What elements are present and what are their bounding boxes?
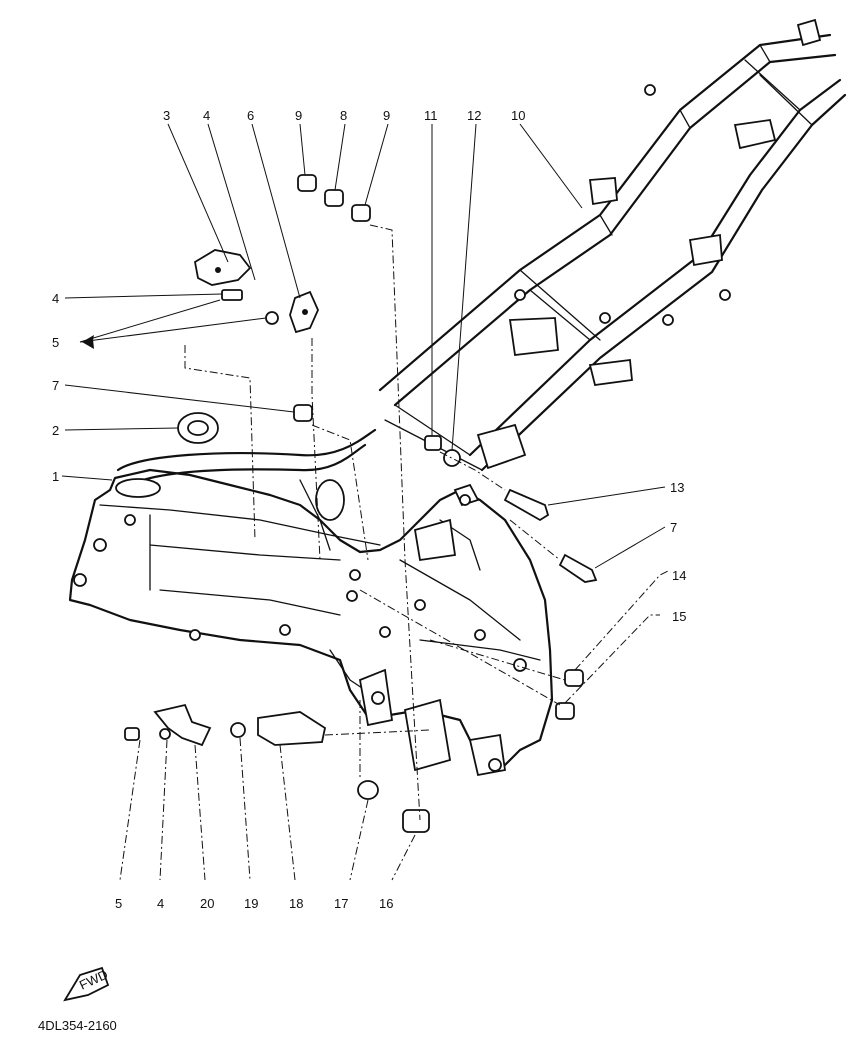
collar-part-15 xyxy=(555,702,575,720)
bracket-part-3 xyxy=(194,249,252,286)
washer-part-4c xyxy=(159,728,171,740)
collar-part-16 xyxy=(402,809,430,833)
front-direction-arrow-icon: FWD xyxy=(63,967,110,1002)
callout-6: 6 xyxy=(247,108,254,123)
callout-12: 12 xyxy=(467,108,481,123)
callout-18: 18 xyxy=(289,896,303,911)
collar-part-9a xyxy=(297,174,317,192)
callout-11: 11 xyxy=(424,108,438,123)
callout-17: 17 xyxy=(334,896,348,911)
assembly-center-lines xyxy=(119,224,671,881)
callout-15: 15 xyxy=(672,609,686,624)
bolt-part-13 xyxy=(503,488,550,522)
callout-19: 19 xyxy=(244,896,258,911)
callout-9: 9 xyxy=(295,108,302,123)
bolt-part-4a xyxy=(221,289,243,301)
washer-part-5a xyxy=(265,311,279,325)
callout-8: 8 xyxy=(340,108,347,123)
callout-13: 13 xyxy=(670,480,684,495)
callout-9: 9 xyxy=(383,108,390,123)
nut-part-14 xyxy=(564,669,584,687)
callout-14: 14 xyxy=(672,568,686,583)
washer-part-12 xyxy=(443,449,461,467)
callout-7: 7 xyxy=(52,378,59,393)
callout-2: 2 xyxy=(52,423,59,438)
callout-3: 3 xyxy=(163,108,170,123)
washer-part-17 xyxy=(357,780,379,800)
collar-part-7a xyxy=(293,404,313,422)
callout-16: 16 xyxy=(379,896,393,911)
bracket-part-6 xyxy=(289,290,319,334)
diagram-reference-code: 4DL354-2160 xyxy=(38,1018,117,1033)
leader-lines xyxy=(61,123,666,569)
bracket-part-18 xyxy=(257,711,327,746)
callout-20: 20 xyxy=(200,896,214,911)
callout-10: 10 xyxy=(511,108,525,123)
clip-part-20 xyxy=(153,703,212,747)
nut-part-11 xyxy=(424,435,442,451)
callout-4: 4 xyxy=(157,896,164,911)
callout-5: 5 xyxy=(115,896,122,911)
bolt-part-5b xyxy=(124,727,140,741)
callout-5: 5 xyxy=(52,335,59,350)
collar-part-9b xyxy=(351,204,371,222)
callout-numbers: 3 4 6 9 8 9 11 12 10 4 5 7 2 1 13 7 14 1… xyxy=(52,108,686,911)
grommet-part-2 xyxy=(177,412,219,444)
bolt-part-7b xyxy=(558,553,598,583)
washer-part-19 xyxy=(230,722,246,738)
rear-subframe xyxy=(378,18,847,472)
callout-1: 1 xyxy=(52,469,59,484)
collar-part-8 xyxy=(324,189,344,207)
callout-4: 4 xyxy=(203,108,210,123)
callout-7: 7 xyxy=(670,520,677,535)
callout-4: 4 xyxy=(52,291,59,306)
